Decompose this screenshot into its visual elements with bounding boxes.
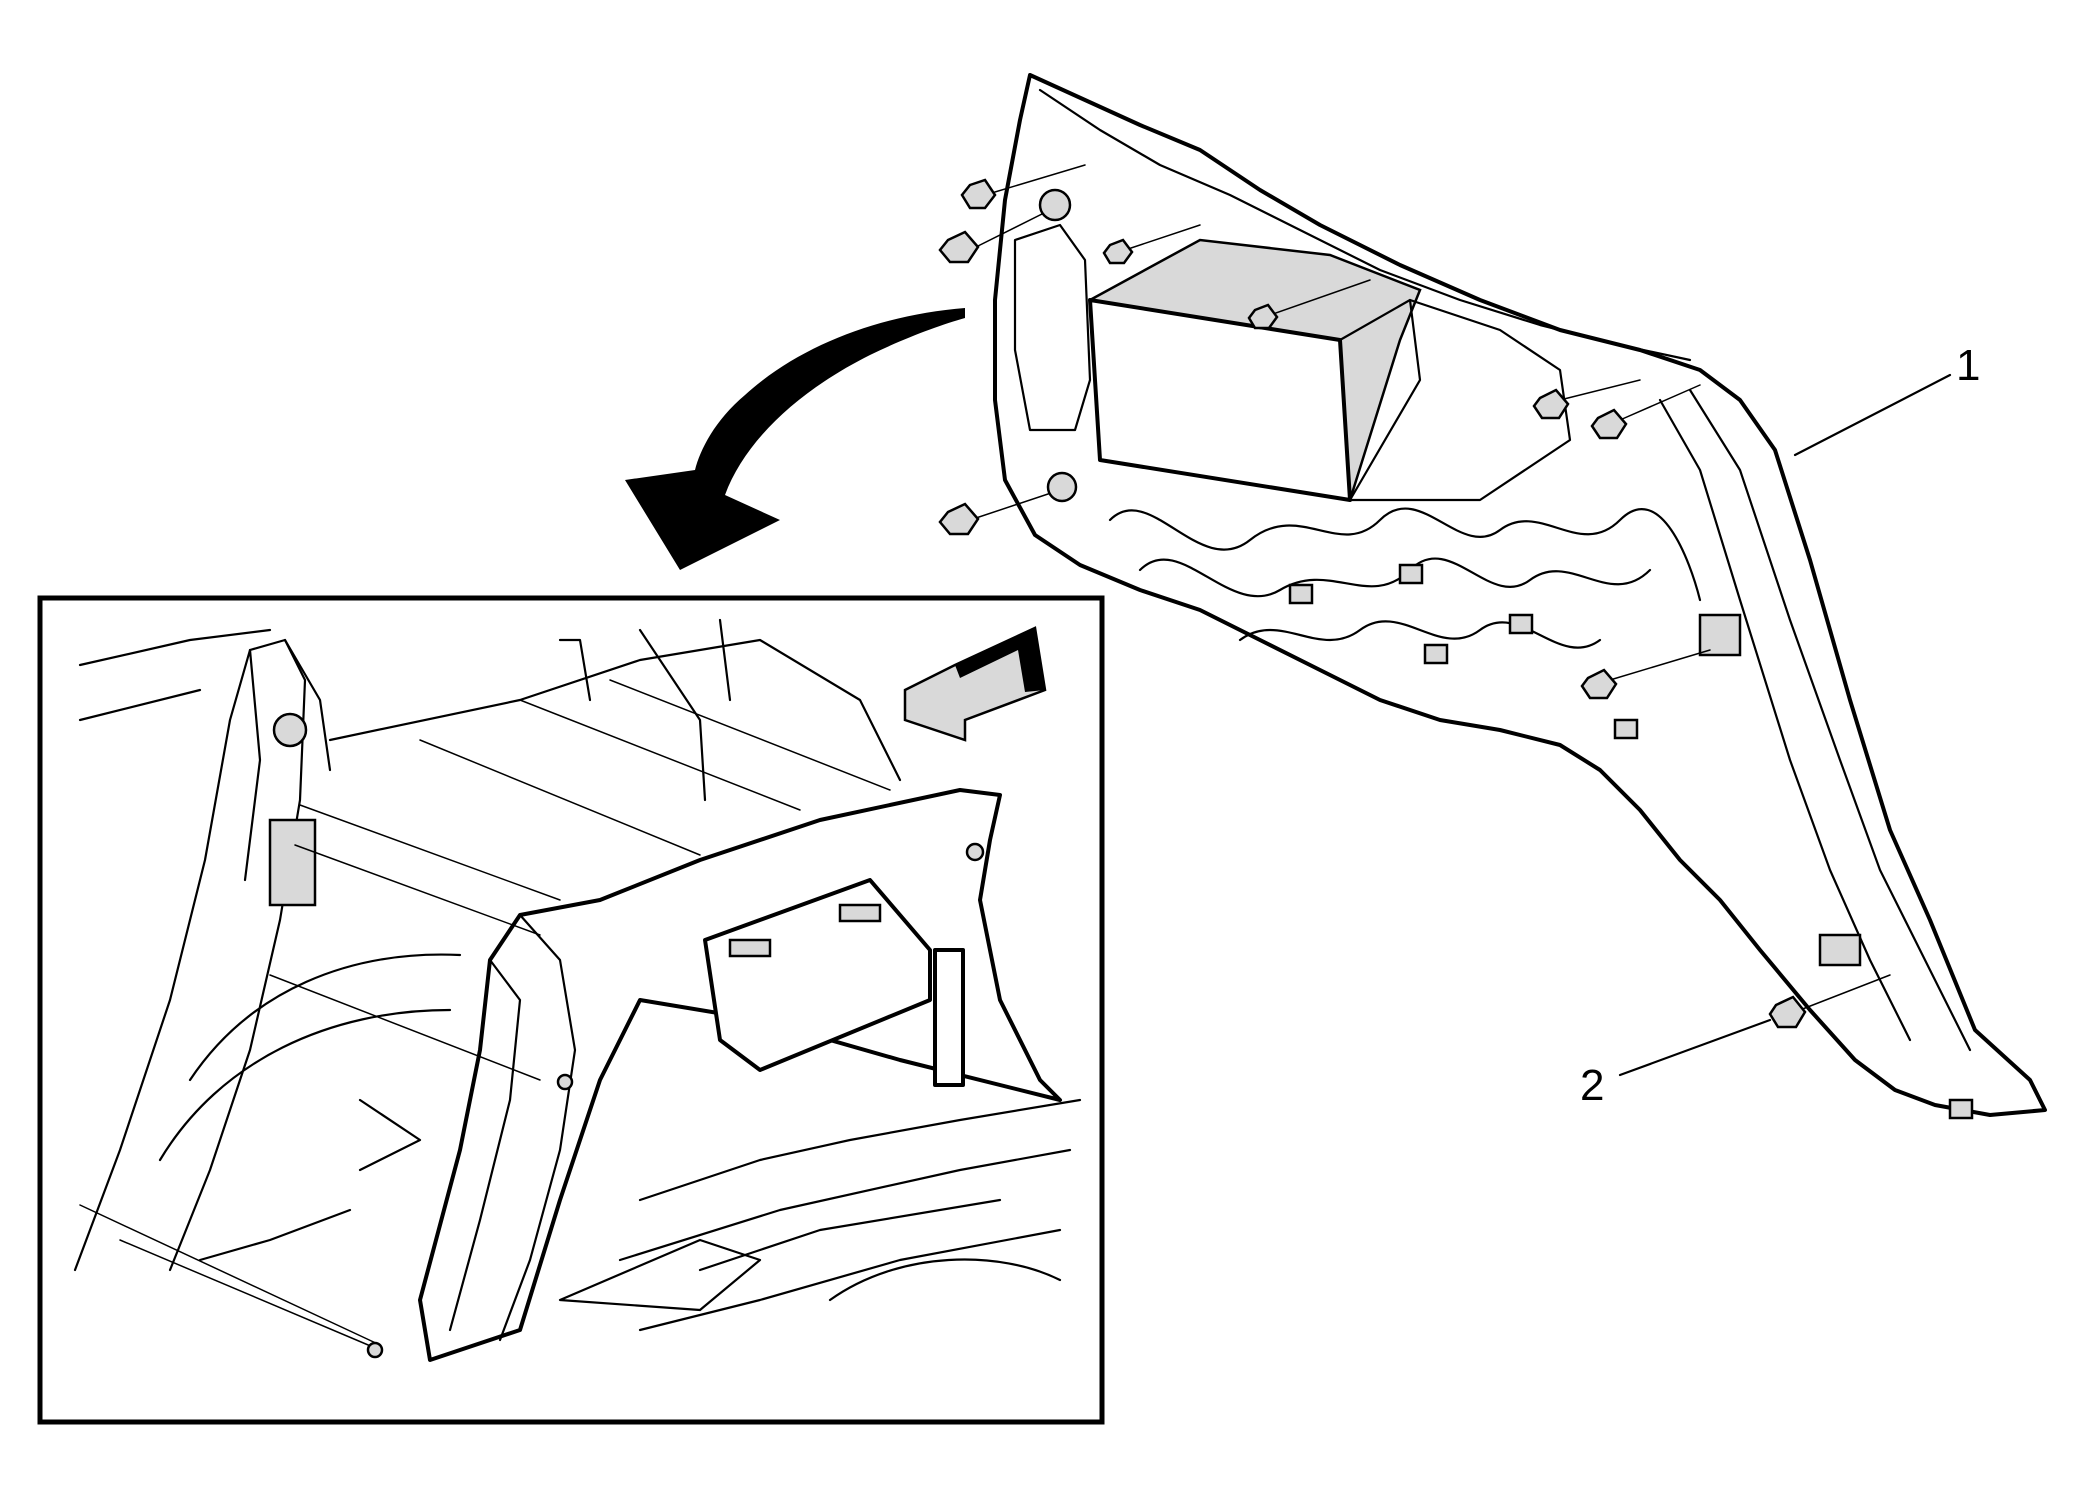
nut-icon <box>1102 238 1134 265</box>
nut-icon <box>366 1341 384 1359</box>
quarter-trim-panel <box>993 73 2047 1120</box>
nut-icon <box>1532 388 1570 420</box>
nut-icon <box>1768 995 1807 1029</box>
nut-icon <box>938 502 980 536</box>
vehicle-interior-inset <box>37 595 1105 1425</box>
nut-icon <box>938 230 980 264</box>
nut-icon <box>556 1073 574 1091</box>
removal-direction-arrow-icon <box>625 308 965 570</box>
callout-1-label: 1 <box>1956 341 1980 390</box>
nut-icon <box>1247 303 1279 330</box>
fasteners-upper <box>938 164 1891 1029</box>
nut-icon <box>960 178 997 210</box>
callout-2: 2 <box>1580 1018 1772 1110</box>
nut-icon <box>1580 668 1618 700</box>
nut-icon <box>965 842 985 862</box>
nut-icon <box>1590 408 1628 440</box>
callout-2-label: 2 <box>1580 1061 1604 1110</box>
forward-direction-arrow-icon <box>903 626 1047 742</box>
callout-1: 1 <box>1793 341 1980 457</box>
